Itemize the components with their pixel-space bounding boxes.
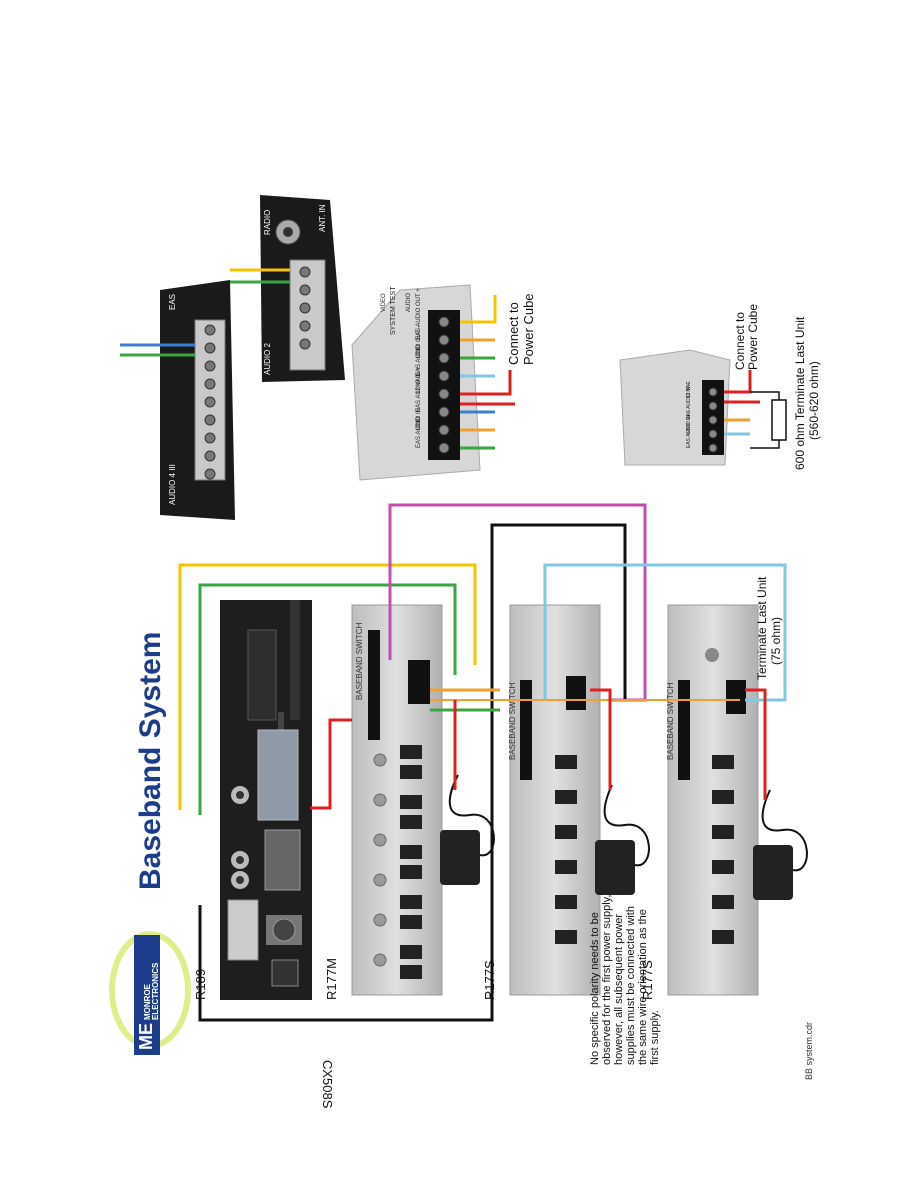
logo-line2: ELECTRONICS: [151, 962, 160, 1020]
r177s-1-panel-label: BASEBAND SWITCH: [508, 682, 517, 760]
polarity-line-1: No specific polarity needs to be: [589, 912, 601, 1065]
r177s-2-label: R177S: [640, 960, 655, 1000]
radio-label: RADIO: [263, 210, 272, 235]
polarity-line-3: however, all subsequent power: [613, 914, 625, 1065]
main-terminal-block: EAS AUDIO IN - GND EAS AUDIO IN + 12 VAC…: [351, 284, 536, 481]
power-cube-3: [753, 789, 808, 900]
connect-power-bottom-1: Connect to: [733, 312, 747, 370]
sb-label-4: 12 VAC: [686, 381, 692, 398]
r189-unit: R189: [193, 600, 312, 1000]
eas-label: EAS: [168, 294, 177, 310]
audio2-radio-panel: RADIO ANT. IN AUDIO 2: [230, 195, 345, 382]
tb-label-1: GND: [416, 416, 422, 430]
polarity-line-4: supplies must be connected with: [625, 906, 637, 1065]
audio2-label: AUDIO 2: [263, 342, 272, 375]
logo: ME MONROE ELECTRONICS: [109, 931, 191, 1055]
tb-label-5: EAS AUDIO OUT -: [416, 326, 422, 376]
r177s-2-panel-label: BASEBAND SWITCH: [666, 682, 675, 760]
audio4-label: AUDIO 4 III: [168, 464, 177, 505]
tb-label-0: EAS AUDIO IN -: [416, 404, 422, 448]
power-cube-1: [440, 774, 495, 885]
polarity-note: No specific polarity needs to be observe…: [589, 895, 661, 1065]
r177m-unit: BASEBAND SWITCH R177M: [324, 604, 443, 1000]
r177s-unit-2: BASEBAND SWITCH R177S: [640, 604, 759, 1000]
video-label: VIDEO: [381, 293, 387, 312]
terminate-600-1: 600 ohm Terminate Last Unit: [793, 316, 807, 470]
audio4-panel: AUDIO 4 III EAS: [120, 280, 235, 520]
sb-label-1: GND: [686, 423, 692, 435]
connect-power-bottom-2: Power Cube: [746, 304, 760, 370]
polarity-line-2: observed for the first power supply,: [601, 895, 613, 1065]
small-terminal-block: EAS AUDIO IN - GND EAS AUDIO IN + 12 VAC…: [619, 304, 821, 470]
tb-label-7: EAS AUDIO OUT +: [416, 288, 422, 340]
ant-in-label: ANT. IN: [318, 204, 327, 232]
logo-letters: ME: [136, 1023, 156, 1050]
r177s-1-label: R177S: [482, 960, 497, 1000]
page-title: Baseband System: [134, 632, 167, 890]
sb-label-2: EAS AUDIO IN +: [686, 382, 692, 420]
connect-power-top-2: Power Cube: [521, 293, 536, 365]
sb-label-0: EAS AUDIO IN -: [686, 411, 692, 448]
connect-power-top-1: Connect to: [506, 302, 521, 365]
terminate-75-2: (75 ohm): [769, 617, 783, 665]
audio-label: AUDIO: [406, 293, 412, 312]
filename-label: BB system.cdr: [804, 1022, 814, 1080]
cx-cable-label: CX508S: [320, 1060, 335, 1109]
wiring: [178, 503, 787, 1022]
power-cube-2: [595, 784, 650, 895]
tb-label-2: EAS AUDIO IN +: [416, 366, 422, 412]
polarity-line-6: first supply.: [649, 1010, 661, 1065]
logo-line1: MONROE: [143, 983, 152, 1020]
terminate-75-1: Terminate Last Unit: [755, 576, 769, 680]
polarity-line-5: the same wire orientation as the: [637, 909, 649, 1065]
terminate-600-2: (560-620 ohm): [807, 361, 821, 440]
tb-label-3: 12 VAC: [416, 373, 422, 394]
r177m-label: R177M: [324, 958, 339, 1000]
tb-label-6: GND: [416, 344, 422, 358]
r177m-panel-label: BASEBAND SWITCH: [355, 622, 364, 700]
r177s-unit-1: BASEBAND SWITCH R177S: [482, 604, 601, 1000]
system-test-label: SYSTEM TEST: [390, 286, 397, 335]
